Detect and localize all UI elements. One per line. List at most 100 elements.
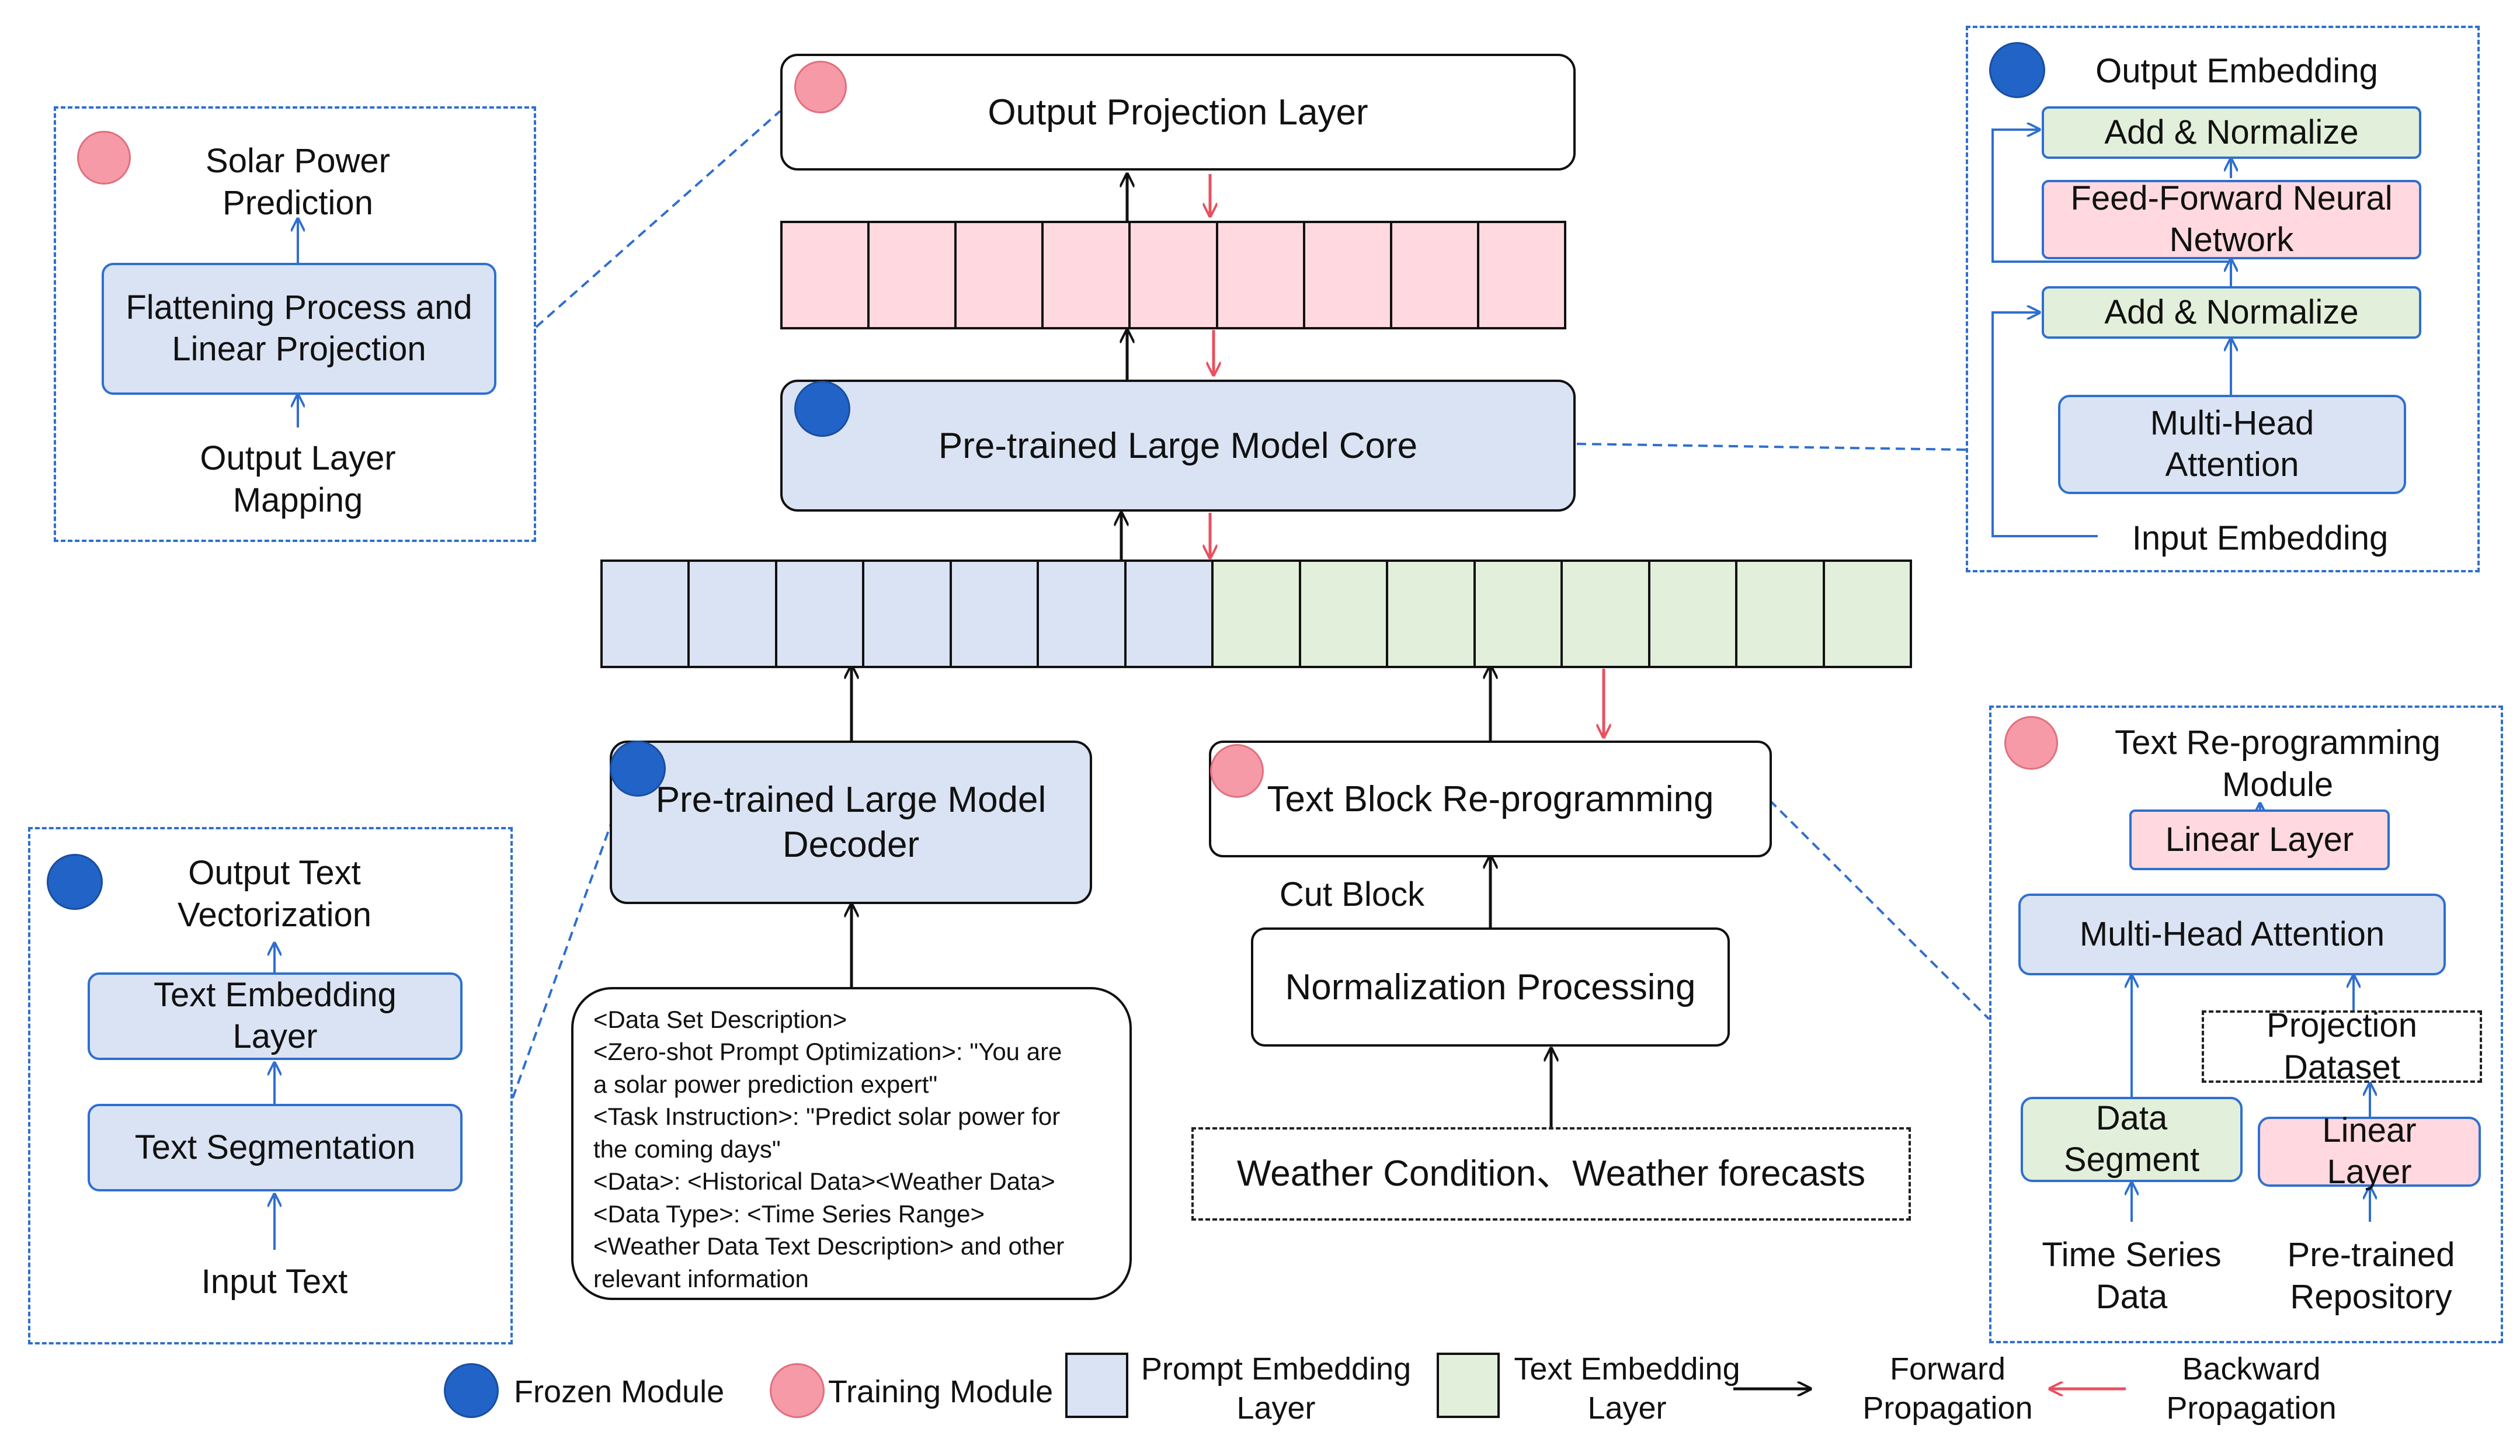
solar-power-prediction: Solar Power Prediction <box>206 141 390 223</box>
text-block-reprogramming: Text Block Re-programming <box>1209 741 1772 857</box>
prompt-embedding-token <box>603 562 690 666</box>
legend-backward-arrow-icon <box>2047 1378 2129 1399</box>
legend-frozen-icon <box>444 1363 499 1418</box>
reprog-panel-training-dot <box>2004 716 2058 770</box>
text-embedding-token <box>1388 562 1476 666</box>
prompt-line: <Zero-shot Prompt Optimization>: "You ar… <box>593 1038 1062 1066</box>
output-token <box>957 223 1044 327</box>
prompt-line: <Data Set Description> <box>593 1006 847 1033</box>
legend-prompt-label: Prompt Embedding Layer <box>1141 1351 1412 1426</box>
legend-frozen-label: Frozen Module <box>514 1374 725 1410</box>
output-layer-mapping: Output Layer Mapping <box>200 439 396 520</box>
output-text-vectorization: Output Text Vectorization <box>177 853 372 934</box>
embedding-token-row <box>600 560 1912 668</box>
prompt-line: a solar power prediction expert" <box>593 1070 938 1098</box>
feed-forward-network: Feed-Forward Neural Network <box>2042 179 2421 259</box>
llm-core-label: Pre-trained Large Model Core <box>938 425 1418 466</box>
text-panel-frozen-dot <box>47 854 103 910</box>
output-token <box>1479 223 1564 327</box>
prompt-embedding-token <box>864 562 952 666</box>
output-panel-training-dot <box>77 131 131 185</box>
output-token <box>1218 223 1305 327</box>
prompt-embedding-token <box>1039 562 1127 666</box>
legend-text-label: Text Embedding Layer <box>1514 1351 1740 1426</box>
linear-layer-bottom: Linear Layer <box>2258 1111 2481 1191</box>
add-normalize-bottom: Add & Normalize <box>2042 286 2421 339</box>
embedding-panel-frozen-dot <box>1989 42 2045 98</box>
mha-reprog-label: Multi-Head Attention <box>2079 915 2385 953</box>
prompt-line: the coming days" <box>593 1135 781 1163</box>
prompt-line: relevant information <box>593 1264 809 1292</box>
output-projection-label: Output Projection Layer <box>988 92 1368 133</box>
prompt-line: <Data>: <Historical Data><Weather Data> <box>593 1167 1055 1196</box>
output-token <box>870 223 957 327</box>
legend-prompt-swatch <box>1065 1353 1128 1418</box>
prompt-line: <Weather Data Text Description> and othe… <box>593 1232 1065 1260</box>
ffn-label: Feed-Forward Neural Network <box>2070 179 2393 259</box>
llm-core-frozen-dot <box>794 381 850 437</box>
prompt-embedding-token <box>951 562 1040 666</box>
linear-top-label: Linear Layer <box>2165 820 2354 859</box>
projection-dataset: Projection Dataset <box>2202 1006 2482 1086</box>
linear-bottom-label: Linear Layer <box>2322 1111 2417 1191</box>
text-block-training-dot <box>1210 744 1264 798</box>
output-token-row <box>780 221 1566 329</box>
embedding-panel <box>1966 26 2480 572</box>
output-panel <box>54 106 536 542</box>
legend-training-icon <box>770 1363 825 1418</box>
linear-layer-top: Linear Layer <box>2129 809 2390 870</box>
output-token <box>783 223 870 327</box>
weather-input: Weather Condition、Weather forecasts <box>1191 1127 1911 1221</box>
reprog-panel <box>1989 706 2503 1343</box>
data-segment: Data Segment <box>2021 1097 2243 1182</box>
input-text-label: Input Text <box>201 1262 348 1301</box>
weather-input-label: Weather Condition、Weather forecasts <box>1236 1153 1866 1194</box>
text-embedding-token <box>1650 562 1738 666</box>
input-embedding-label: Input Embedding <box>2132 519 2389 557</box>
legend-forward-arrow-icon <box>1733 1378 1815 1399</box>
text-embedding-token <box>1824 562 1910 666</box>
multi-head-attention-reprog: Multi-Head Attention <box>2018 894 2446 975</box>
text-block-reprogramming-label: Text Block Re-programming <box>1267 779 1714 819</box>
mha-embedding-label: Multi-Head Attention <box>2150 404 2314 484</box>
text-segmentation: Text Segmentation <box>88 1104 463 1191</box>
legend-text-swatch <box>1437 1353 1500 1418</box>
output-token <box>1305 223 1392 327</box>
prompt-embedding-token <box>1126 562 1214 666</box>
output-projection-layer: Output Projection Layer <box>780 54 1576 171</box>
text-reprogramming-module: Text Re-programming Module <box>2115 723 2441 804</box>
text-embedding-token <box>1475 562 1563 666</box>
prompt-line: <Data Type>: <Time Series Range> <box>593 1200 985 1228</box>
output-projection-training-dot <box>794 61 847 113</box>
output-embedding-label: Output Embedding <box>2095 51 2378 90</box>
multi-head-attention-embedding: Multi-Head Attention <box>2058 395 2406 494</box>
text-embedding-token <box>1737 562 1825 666</box>
add-normalize-bottom-label: Add & Normalize <box>2104 293 2359 331</box>
output-token <box>1044 223 1131 327</box>
text-panel <box>28 827 513 1344</box>
add-normalize-top: Add & Normalize <box>2042 106 2421 159</box>
text-embedding-layer: Text Embedding Layer <box>88 972 463 1060</box>
prompt-template-box: <Data Set Description> <Zero-shot Prompt… <box>571 987 1132 1300</box>
normalization-processing: Normalization Processing <box>1251 927 1730 1047</box>
projection-dataset-label: Projection Dataset <box>2267 1006 2417 1087</box>
prompt-line: <Task Instruction>: "Predict solar power… <box>593 1103 1061 1131</box>
text-embedding-token <box>1301 562 1389 666</box>
text-segmentation-label: Text Segmentation <box>134 1128 416 1166</box>
cut-block-label: Cut Block <box>1279 875 1425 913</box>
llm-decoder-frozen-dot <box>610 741 666 797</box>
pretrained-repository-label: Pre-trained Repository <box>2287 1235 2455 1316</box>
legend-backward-label: Backward Propagation <box>2166 1351 2337 1426</box>
time-series-data-label: Time Series Data <box>2042 1235 2222 1316</box>
output-token <box>1392 223 1479 327</box>
legend-forward-label: Forward Propagation <box>1862 1351 2033 1426</box>
add-normalize-top-label: Add & Normalize <box>2104 113 2359 151</box>
llm-decoder-label: Pre-trained Large Model Decoder <box>655 779 1047 866</box>
prompt-embedding-token <box>777 562 865 666</box>
data-segment-label: Data Segment <box>2063 1099 2200 1179</box>
text-embedding-token <box>1214 562 1301 666</box>
prompt-embedding-token <box>690 562 777 666</box>
output-token <box>1131 223 1218 327</box>
llm-core: Pre-trained Large Model Core <box>780 380 1576 512</box>
